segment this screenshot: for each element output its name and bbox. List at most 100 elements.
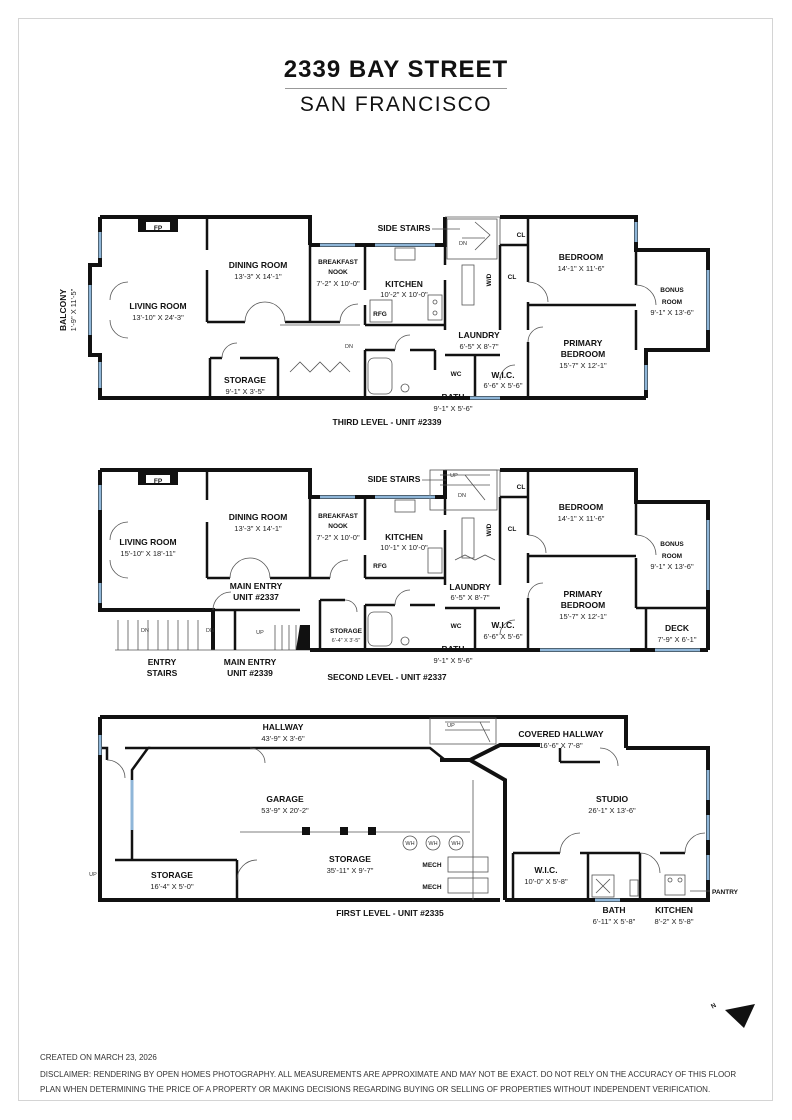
first-garage-label: GARAGE <box>266 794 304 804</box>
third-bonus-label-2: ROOM <box>662 299 682 306</box>
third-kitchen-label: KITCHEN <box>385 279 423 289</box>
first-up-label: UP <box>447 723 455 729</box>
second-level-caption: SECOND LEVEL - UNIT #2337 <box>327 672 447 682</box>
second-bonus-label-2: ROOM <box>662 553 682 560</box>
second-nook-label-2: NOOK <box>328 523 348 530</box>
second-primary-dim: 15'-7" X 12'-1" <box>559 612 607 621</box>
first-covered-hallway-dim: 16'-6" X 7'-8" <box>539 741 583 750</box>
third-wic-dim: 6'-6" X 5'-6" <box>483 381 522 390</box>
second-bedroom-dim: 14'-1" X 11'-6" <box>558 514 605 523</box>
second-wic-label: W.I.C. <box>491 620 514 630</box>
third-living-label: LIVING ROOM <box>129 301 186 311</box>
second-wic-dim: 6'-6" X 5'-6" <box>483 632 522 641</box>
third-side-stairs-label: SIDE STAIRS <box>378 223 431 233</box>
svg-text:N: N <box>710 1002 718 1011</box>
first-level-plan: HALLWAY 43'-9" X 3'-6" UP COVERED HALLWA… <box>89 715 739 926</box>
third-nook-label-2: NOOK <box>328 269 348 276</box>
second-main-entry-2339-label-2: UNIT #2339 <box>227 668 273 678</box>
second-kitchen-dim: 10'-1" X 10'-0" <box>380 543 428 552</box>
second-nook-dim: 7'-2" X 10'-0" <box>316 533 360 542</box>
first-covered-hallway-label: COVERED HALLWAY <box>518 729 604 739</box>
second-main-entry-2337-label-2: UNIT #2337 <box>233 592 279 602</box>
second-side-stairs-label: SIDE STAIRS <box>368 474 421 484</box>
north-arrow-icon: N <box>710 1002 755 1028</box>
second-primary-label-2: BEDROOM <box>561 600 605 610</box>
third-bedroom-dim: 14'-1" X 11'-6" <box>558 264 605 273</box>
first-pantry-label: PANTRY <box>712 889 739 896</box>
third-balcony-label: BALCONY <box>58 289 68 331</box>
second-bonus-dim: 9'-1" X 13'-6" <box>650 562 694 571</box>
second-deck-label: DECK <box>665 623 690 633</box>
first-wic-label: W.I.C. <box>534 865 557 875</box>
third-nook-label-1: BREAKFAST <box>318 259 358 266</box>
second-dining-label: DINING ROOM <box>229 512 288 522</box>
third-primary-dim: 15'-7" X 12'-1" <box>559 361 607 370</box>
second-bath-dim: 9'-1" X 5'-6" <box>433 656 472 665</box>
second-bath-label: BATH <box>442 644 465 654</box>
second-nook-label-1: BREAKFAST <box>318 513 358 520</box>
second-laundry-label: LAUNDRY <box>449 582 491 592</box>
second-cl-label-1: CL <box>517 484 526 491</box>
first-studio-label: STUDIO <box>596 794 629 804</box>
second-laundry-dim: 6'-5" X 8'-7" <box>450 593 489 602</box>
third-primary-label-1: PRIMARY <box>564 338 603 348</box>
third-nook-dim: 7'-2" X 10'-0" <box>316 279 360 288</box>
second-cl-label-2: CL <box>508 526 517 533</box>
third-dining-dim: 13'-3" X 14'-1" <box>234 272 282 281</box>
third-primary-label-2: BEDROOM <box>561 349 605 359</box>
page-title: 2339 BAY STREET <box>283 56 509 83</box>
second-level-plan: FP LIVING ROOM 15'-10" X 18'-11" DINING … <box>98 468 710 682</box>
third-dining-label: DINING ROOM <box>229 260 288 270</box>
first-wh-label-1: WH <box>405 841 414 847</box>
third-level-caption: THIRD LEVEL - UNIT #2339 <box>333 417 442 427</box>
first-storage-main-dim: 35'-11" X 9'-7" <box>327 866 374 875</box>
third-rfg-label: RFG <box>373 311 387 318</box>
third-bonus-label-1: BONUS <box>660 287 684 294</box>
second-wc-label: WC <box>451 623 462 630</box>
third-dn-label-1: DN <box>459 241 467 247</box>
third-storage-dim: 9'-1" X 3'-5" <box>225 387 264 396</box>
third-dn-label-2: DN <box>345 344 353 350</box>
second-main-entry-2339-label-1: MAIN ENTRY <box>224 657 277 667</box>
second-entry-stairs-label-2: STAIRS <box>147 668 178 678</box>
title-divider <box>285 88 507 89</box>
first-bath-label: BATH <box>603 905 626 915</box>
third-cl-label-2: CL <box>508 274 517 281</box>
third-living-dim: 13'-10" X 24'-3" <box>132 313 184 322</box>
first-mech-label-2: MECH <box>422 884 441 891</box>
first-hallway-label: HALLWAY <box>263 722 304 732</box>
first-wic-dim: 10'-0" X 5'-8" <box>524 877 568 886</box>
second-rfg-label: RFG <box>373 563 387 570</box>
second-up-b-label: UP <box>256 630 264 636</box>
third-level-plan: BALCONY 1'-9" X 11'-5" FP LIVING ROOM 13… <box>58 215 710 427</box>
second-storage-dim: 6'-4" X 3'-5" <box>332 638 361 644</box>
second-dining-dim: 13'-3" X 14'-1" <box>234 524 282 533</box>
second-dn-b-label: DN <box>206 628 214 634</box>
second-storage-label: STORAGE <box>330 628 363 635</box>
second-living-label: LIVING ROOM <box>119 537 176 547</box>
third-bath-dim: 9'-1" X 5'-6" <box>433 404 472 413</box>
second-dn-label: DN <box>458 493 466 499</box>
third-kitchen-dim: 10'-2" X 10'-0" <box>380 290 428 299</box>
second-living-dim: 15'-10" X 18'-11" <box>120 549 176 558</box>
second-primary-label-1: PRIMARY <box>564 589 603 599</box>
first-up2-label: UP <box>89 872 97 878</box>
third-bedroom-label: BEDROOM <box>559 252 603 262</box>
second-entry-stairs-label-1: ENTRY <box>148 657 177 667</box>
third-cl-label-1: CL <box>517 232 526 239</box>
third-bath-label: BATH <box>442 392 465 402</box>
first-studio-dim: 26'-1" X 13'-6" <box>588 806 636 815</box>
page-frame <box>18 18 773 1101</box>
first-mech-label-1: MECH <box>422 862 441 869</box>
first-storage-main-label: STORAGE <box>329 854 371 864</box>
third-storage-label: STORAGE <box>224 375 266 385</box>
third-fp-label: FP <box>154 225 163 232</box>
second-bedroom-label: BEDROOM <box>559 502 603 512</box>
second-up-label: UP <box>450 473 458 479</box>
first-storage-small-dim: 16'-4" X 5'-0" <box>150 882 194 891</box>
page-subtitle: SAN FRANCISCO <box>299 93 493 116</box>
disclaimer-text: DISCLAIMER: RENDERING BY OPEN HOMES PHOT… <box>40 1070 737 1094</box>
second-dn-a-label: DN <box>141 628 149 634</box>
third-laundry-label: LAUNDRY <box>458 330 500 340</box>
